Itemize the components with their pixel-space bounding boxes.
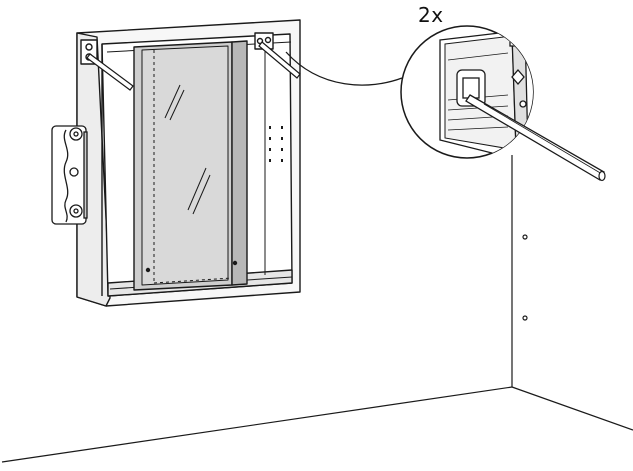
hinge-plate-icon <box>51 125 88 225</box>
screwdriver-small-left-icon <box>86 53 134 91</box>
mirror-cabinet-icon <box>76 19 301 307</box>
screwdriver-small-right-icon <box>258 41 301 79</box>
detail-callout-leader <box>285 51 403 86</box>
quantity-label: 2x <box>418 3 444 27</box>
detail-callout-icon <box>400 25 606 182</box>
wall-corner-icon <box>1 155 633 463</box>
